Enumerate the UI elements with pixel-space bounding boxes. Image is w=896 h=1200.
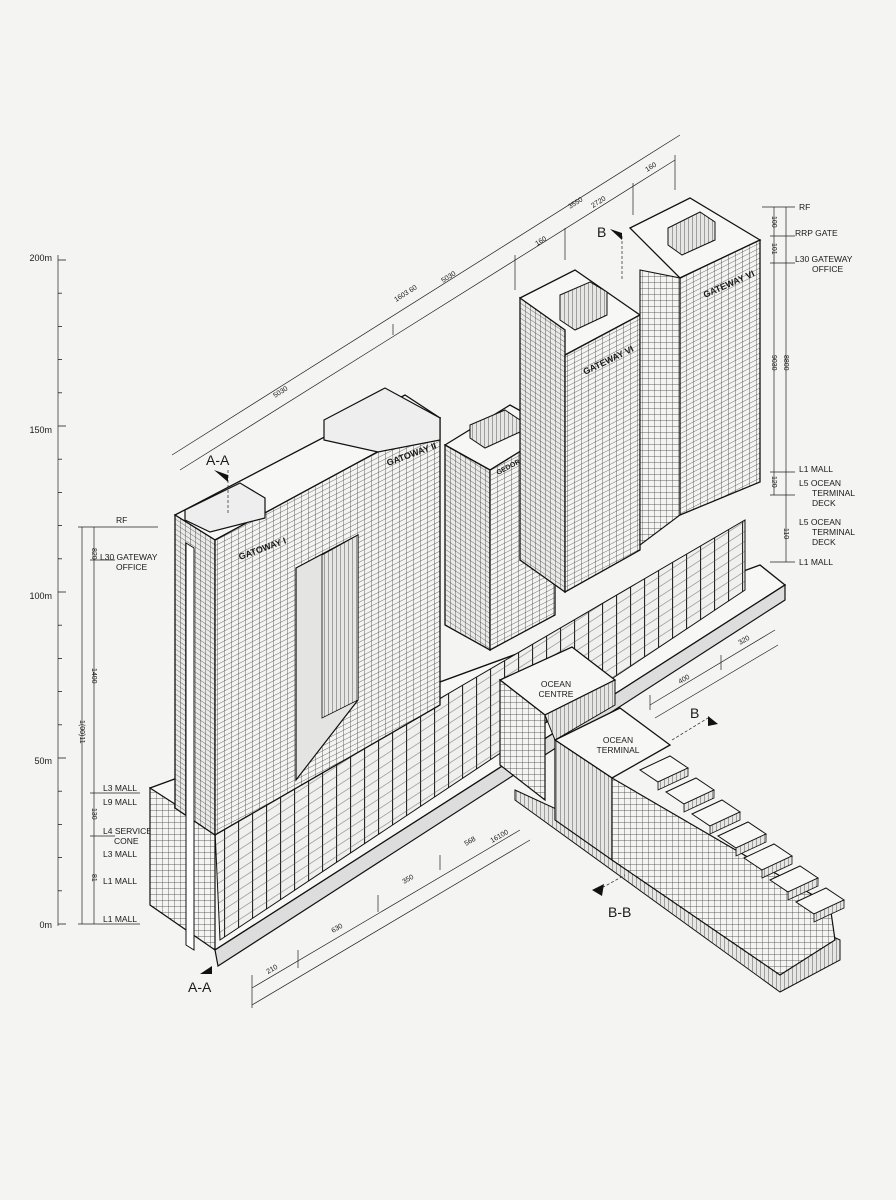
r-level-deck: DECK (812, 498, 836, 508)
terrace-railing (709, 811, 741, 835)
section-bb: B-B (608, 904, 631, 920)
right-dim-400: 400 (678, 674, 692, 686)
dim-81: 81 (90, 874, 97, 882)
dim-820: 820 (90, 548, 97, 560)
r-level-l1-mall-2: L1 MALL (799, 557, 833, 567)
r-level-l30-office: OFFICE (812, 264, 843, 274)
bottom-dim-210: 210 (266, 964, 280, 976)
level-l4-cone: CONE (114, 836, 139, 846)
scale-50m: 50m (34, 756, 52, 766)
dim-1400: 1400 (90, 668, 97, 684)
section-b-right: B (690, 705, 699, 721)
gateway-vi-tower-left: GATEWAY VI (518, 269, 642, 594)
section-arrow-icon (200, 966, 212, 974)
bottom-dimensions: 210 630 350 568 16100 (251, 829, 531, 1008)
terrace-railing (813, 899, 845, 923)
level-l1-mall-2: L1 MALL (103, 914, 137, 924)
right-level-dimensions: RF RRP GATE L30 GATEWAY OFFICE L1 MALL L… (762, 202, 855, 567)
r-level-l5-ocean: L5 OCEAN (799, 478, 841, 488)
bottom-dim-350: 350 (402, 874, 416, 886)
terrace-railing (657, 767, 689, 791)
section-arrow-icon (592, 884, 604, 896)
r-dim-120: 120 (770, 476, 777, 488)
section-b-top: B (597, 224, 606, 240)
top-dim-5030b: 5030 (440, 270, 457, 284)
top-dim-3550: 3550 (567, 196, 584, 210)
r-level-l30: L30 GATEWAY (795, 254, 853, 264)
level-l9-mall: L9 MALL (103, 797, 137, 807)
section-aa-top: A-A (206, 452, 230, 468)
r-level-rrp-gate: RRP GATE (795, 228, 838, 238)
ocean-terminal-label-1: OCEAN (603, 735, 633, 745)
ocean-centre-label-1: OCEAN (541, 679, 571, 689)
top-dim-5030: 5030 (272, 385, 289, 399)
r-dim-8800: 8800 (782, 355, 789, 371)
level-l30-office: OFFICE (116, 562, 147, 572)
dim-130: 130 (90, 808, 97, 820)
scale-150m: 150m (29, 425, 52, 435)
section-aa-bottom: A-A (188, 979, 212, 995)
section-markers: A-A A-A B B B-B (188, 224, 718, 995)
level-l4-service: L4 SERVICE (103, 826, 152, 836)
r-level-terminal-2: TERMINAL (812, 527, 855, 537)
r-level-rf: RF (799, 202, 810, 212)
level-l1-mall: L1 MALL (103, 876, 137, 886)
gateway-block: GATOWAY I GATOWAY II (173, 387, 442, 951)
right-dim-320: 320 (738, 635, 752, 647)
section-arrow-icon (214, 470, 228, 482)
terrace-railing (787, 877, 819, 901)
bottom-dim-568: 568 (464, 836, 478, 848)
r-level-terminal: TERMINAL (812, 488, 855, 498)
r-level-deck-2: DECK (812, 537, 836, 547)
terrace-railing (761, 855, 793, 879)
level-l3-mall: L3 MALL (103, 783, 137, 793)
bottom-dim-630: 630 (331, 923, 345, 935)
top-dim-160: 160 (534, 236, 548, 248)
level-l3-mall-2: L3 MALL (103, 849, 137, 859)
r-dim-110: 110 (782, 528, 789, 539)
level-l30: L30 GATEWAY (100, 552, 158, 562)
section-arrow-icon (610, 229, 622, 240)
dim-total: 1(00)11 (78, 720, 85, 744)
ocean-terminal-label-2: TERMINAL (597, 745, 640, 755)
level-rf: RF (116, 515, 127, 525)
left-level-dimensions: RF L30 GATEWAY OFFICE L3 MALL L9 MALL L4… (78, 515, 158, 925)
r-dim-9030: 9030 (770, 355, 777, 371)
ocean-terminal: OCEAN TERMINAL (553, 707, 846, 976)
gateway-vi-tower-right: GATEWAY VI (628, 197, 762, 547)
scale-100m: 100m (29, 591, 52, 601)
terrace-railing (735, 833, 767, 857)
ocean-centre-label-2: CENTRE (539, 689, 574, 699)
height-scale: 200m 150m 100m 50m 0m (29, 253, 66, 930)
scale-0m: 0m (39, 920, 52, 930)
r-dim-100: 100 (770, 216, 777, 228)
r-level-l5-ocean-2: L5 OCEAN (799, 517, 841, 527)
scale-200m: 200m (29, 253, 52, 263)
ocean-centre: OCEAN CENTRE (498, 646, 617, 802)
r-level-l1-mall: L1 MALL (799, 464, 833, 474)
section-arrow-icon (708, 716, 718, 726)
r-dim-101: 101 (770, 243, 777, 255)
right-dimensions: 400 320 (649, 629, 779, 719)
top-dim-1603: 1603 60 (393, 284, 418, 303)
terrace-railing (683, 789, 715, 813)
